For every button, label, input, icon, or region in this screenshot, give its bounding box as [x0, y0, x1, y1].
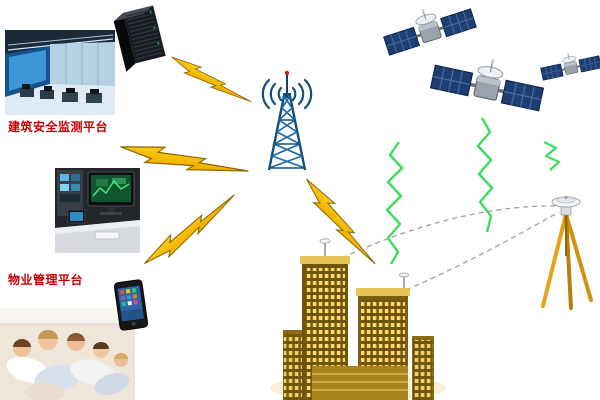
- safety-platform-label: 建筑安全监测平台: [8, 120, 109, 134]
- lightning-bolt-3: [136, 194, 246, 270]
- gnss-receiver-icon-1: [319, 238, 331, 256]
- satellite-icon-2: [428, 46, 549, 113]
- survey-tripod-icon: [541, 196, 593, 310]
- server-rack-icon: [113, 5, 166, 72]
- safety-monitoring-room-photo: [5, 30, 115, 115]
- gps-signal-zigzag-2: [476, 117, 494, 233]
- gps-signal-zigzag-3: [543, 141, 561, 171]
- property-platform-label: 物业管理平台: [8, 273, 84, 287]
- dashed-link-1: [317, 205, 562, 271]
- satellite-icon-3: [537, 45, 600, 82]
- family-photo: [0, 308, 135, 400]
- satellite-icon-1: [377, 0, 478, 57]
- smartphone-icon: [113, 279, 149, 331]
- gnss-receiver-icon-2: [399, 272, 409, 288]
- property-management-room-photo: [55, 168, 140, 253]
- gold-buildings-icon: [270, 238, 446, 400]
- lightning-bolt-1: [168, 46, 252, 117]
- dashed-link-2: [405, 211, 560, 291]
- gps-signal-zigzag-1: [385, 141, 404, 265]
- radio-tower-icon: [261, 70, 313, 171]
